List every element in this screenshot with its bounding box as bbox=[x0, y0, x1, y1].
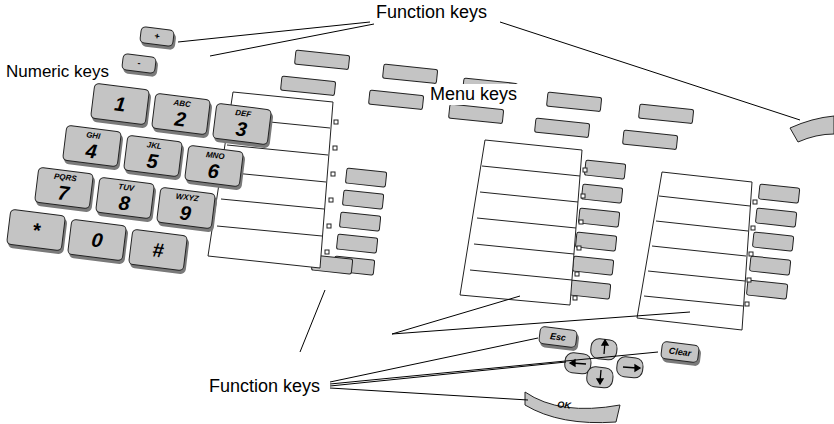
key-legend: 8 bbox=[118, 192, 131, 213]
keypad-key: + bbox=[139, 26, 175, 47]
keypad-key: Clear bbox=[660, 341, 700, 363]
key-legend: OK bbox=[557, 400, 571, 411]
keypad-key: 0 bbox=[67, 219, 127, 262]
keypad-key: GHI4 bbox=[62, 125, 122, 168]
key-legend: 9 bbox=[179, 202, 192, 223]
key-legend: + bbox=[154, 32, 160, 42]
key-legend: 6 bbox=[207, 160, 220, 181]
key-legend: Clear bbox=[668, 346, 691, 358]
key-legend: # bbox=[151, 239, 164, 260]
key-legend: PQRS bbox=[54, 172, 77, 183]
key-legend: 5 bbox=[146, 150, 159, 171]
keypad-key: - bbox=[121, 53, 157, 74]
key-legend: * bbox=[31, 220, 41, 241]
key-legend: WXYZ bbox=[175, 192, 199, 203]
keypad-key: 1 bbox=[90, 83, 150, 126]
key-legend: 0 bbox=[90, 229, 103, 250]
keypad-key: MNO6 bbox=[184, 145, 244, 188]
area-label: Numeric keys bbox=[4, 62, 111, 82]
keypad-key: PQRS7 bbox=[34, 167, 94, 210]
area-label: Function keys bbox=[374, 2, 489, 23]
key-legend: - bbox=[137, 59, 141, 68]
area-label: Menu keys bbox=[428, 84, 519, 105]
keypad-key: Esc bbox=[538, 326, 578, 348]
area-label: Function keys bbox=[207, 376, 322, 397]
key-legend: GHI bbox=[86, 131, 101, 141]
key-legend: 3 bbox=[235, 118, 248, 139]
keypad-key: WXYZ9 bbox=[156, 187, 216, 230]
key-legend: 2 bbox=[174, 108, 187, 129]
key-legend: 1 bbox=[113, 93, 126, 114]
keypad-key: # bbox=[128, 229, 188, 272]
keypad-key: ABC2 bbox=[151, 93, 211, 136]
keypad-key: TUV8 bbox=[95, 177, 155, 220]
key-legend: Esc bbox=[549, 332, 566, 343]
keypad-key: DEF3 bbox=[212, 103, 272, 146]
keypad-key: JKL5 bbox=[123, 135, 183, 178]
keypad-key: * bbox=[6, 209, 66, 252]
key-legend: 4 bbox=[85, 140, 98, 161]
key-legend: 7 bbox=[57, 182, 70, 203]
